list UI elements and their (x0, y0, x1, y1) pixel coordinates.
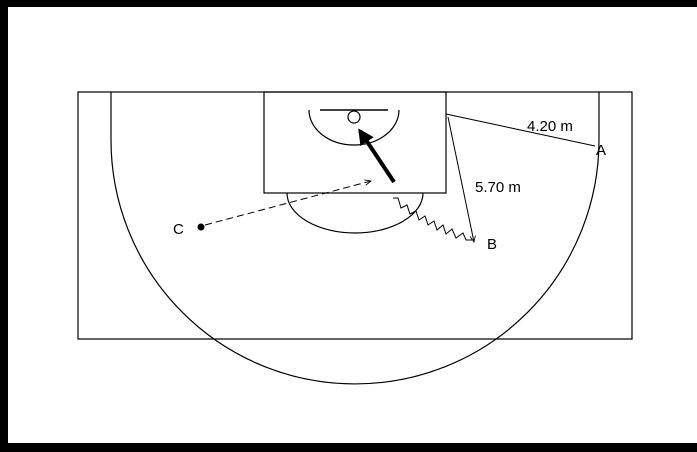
player-b-label: B (487, 236, 497, 253)
wing-distance-label: 5.70 m (475, 179, 521, 196)
player-c-dot (197, 223, 205, 231)
no-charge-arc (308, 109, 400, 146)
cut-arrow-to-b (447, 116, 474, 242)
dribble-path (393, 197, 472, 241)
shot-arrow (358, 128, 396, 184)
player-a-label: A (596, 142, 606, 159)
corner-measure-line (445, 113, 596, 147)
free-throw-circle (286, 192, 424, 234)
corner-distance-label: 4.20 m (527, 118, 573, 135)
three-point-line (110, 92, 600, 385)
player-c-label: C (173, 221, 184, 238)
basket-rim (347, 110, 361, 124)
key-rectangle (263, 91, 447, 194)
pass-arrow-from-c (204, 181, 371, 226)
